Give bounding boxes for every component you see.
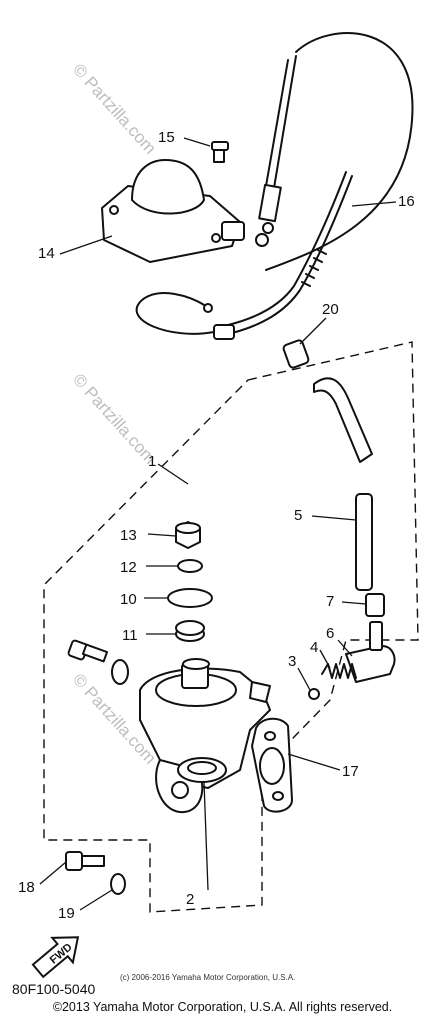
left-washer (111, 659, 129, 685)
part-17-gasket (251, 717, 293, 813)
part-3-ball (308, 688, 320, 700)
callout-10: 10 (120, 591, 137, 608)
part-14-cover (101, 159, 245, 263)
watermark-top: © Partzilla.com (69, 60, 160, 158)
callout-7: 7 (326, 593, 334, 610)
callout-11: 11 (122, 627, 138, 644)
callout-18: 18 (18, 879, 35, 896)
callout-4: 4 (310, 639, 318, 656)
callout-12: 12 (120, 559, 137, 576)
watermark-middle: © Partzilla.com (69, 370, 160, 468)
callout-3: 3 (288, 653, 296, 670)
part-13-nut (175, 521, 201, 549)
fwd-arrow-icon: FWD (31, 936, 80, 979)
part-11-grommet (175, 620, 205, 642)
callout-15: 15 (158, 129, 175, 146)
callout-17: 17 (342, 763, 359, 780)
part-20-fitting (282, 339, 310, 369)
leader-lines (39, 137, 397, 911)
left-bolt (67, 639, 109, 663)
part-5-hose (313, 377, 373, 591)
callout-1: 1 (148, 453, 156, 470)
part-4-spring (321, 663, 357, 679)
part-18-bolt (65, 851, 105, 871)
part-6-elbow (345, 621, 396, 683)
callout-6: 6 (326, 625, 334, 642)
pump-body (139, 658, 271, 814)
part-15-screw (211, 141, 229, 163)
callout-14: 14 (38, 245, 55, 262)
assembly-outline (43, 341, 419, 913)
part-7-collar (365, 593, 385, 617)
callout-13: 13 (120, 527, 137, 544)
part-19-washer (110, 873, 126, 895)
callout-5: 5 (294, 507, 302, 524)
callout-19: 19 (58, 905, 75, 922)
callout-2: 2 (186, 891, 194, 908)
footer-copyright: ©2013 Yamaha Motor Corporation, U.S.A. A… (52, 1000, 393, 1014)
callout-20: 20 (322, 301, 339, 318)
part-12-washer (177, 559, 203, 573)
part-10-washer (167, 588, 213, 608)
callout-16: 16 (398, 193, 415, 210)
diagram-copyright: (c) 2006-2016 Yamaha Motor Corporation, … (120, 973, 295, 982)
part-code: 80F100-5040 (12, 981, 96, 997)
cable-assembly (255, 32, 414, 271)
part-2-seal (177, 757, 227, 783)
tube-16 (135, 171, 353, 340)
